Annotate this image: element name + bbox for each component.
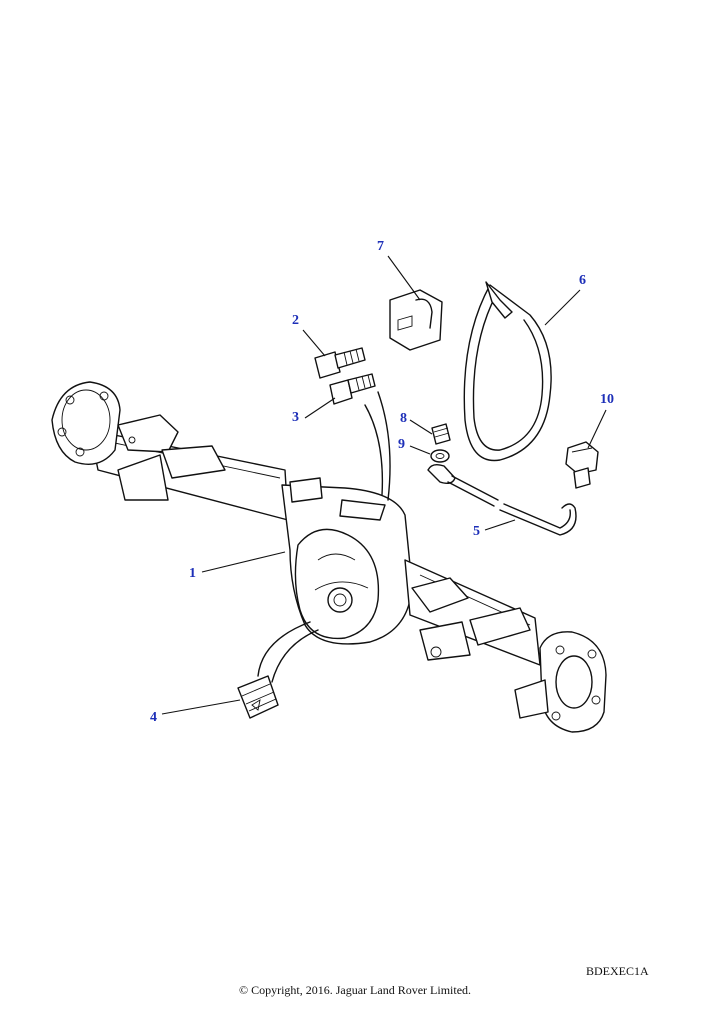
callout-3[interactable]: 3 <box>292 410 299 425</box>
callout-8[interactable]: 8 <box>400 411 407 426</box>
leader-lines <box>161 255 607 715</box>
callout-1[interactable]: 1 <box>189 566 196 581</box>
callout-9[interactable]: 9 <box>398 437 405 452</box>
diagram-code: BDEXEC1A <box>586 964 649 978</box>
fixing-clip-part-10 <box>565 441 599 489</box>
callout-2[interactable]: 2 <box>292 313 299 328</box>
callout-5[interactable]: 5 <box>473 524 480 539</box>
banjo-bolt-part-8 <box>431 423 451 445</box>
drain-plug-part-4 <box>237 621 319 719</box>
breather-pipe-part-5 <box>427 463 577 536</box>
copyright-notice: © Copyright, 2016. Jaguar Land Rover Lim… <box>238 983 472 997</box>
washer-part-9 <box>430 449 450 463</box>
callout-4[interactable]: 4 <box>150 710 157 725</box>
callout-10[interactable]: 10 <box>600 392 614 407</box>
rear-axle-housing <box>51 381 607 733</box>
cable-tie-part-6 <box>463 281 552 462</box>
callout-7[interactable]: 7 <box>377 239 384 254</box>
clip-part-7 <box>389 289 443 351</box>
bolt-part-2 <box>314 347 366 379</box>
bolt-part-3 <box>329 373 391 501</box>
callout-6[interactable]: 6 <box>579 273 586 288</box>
